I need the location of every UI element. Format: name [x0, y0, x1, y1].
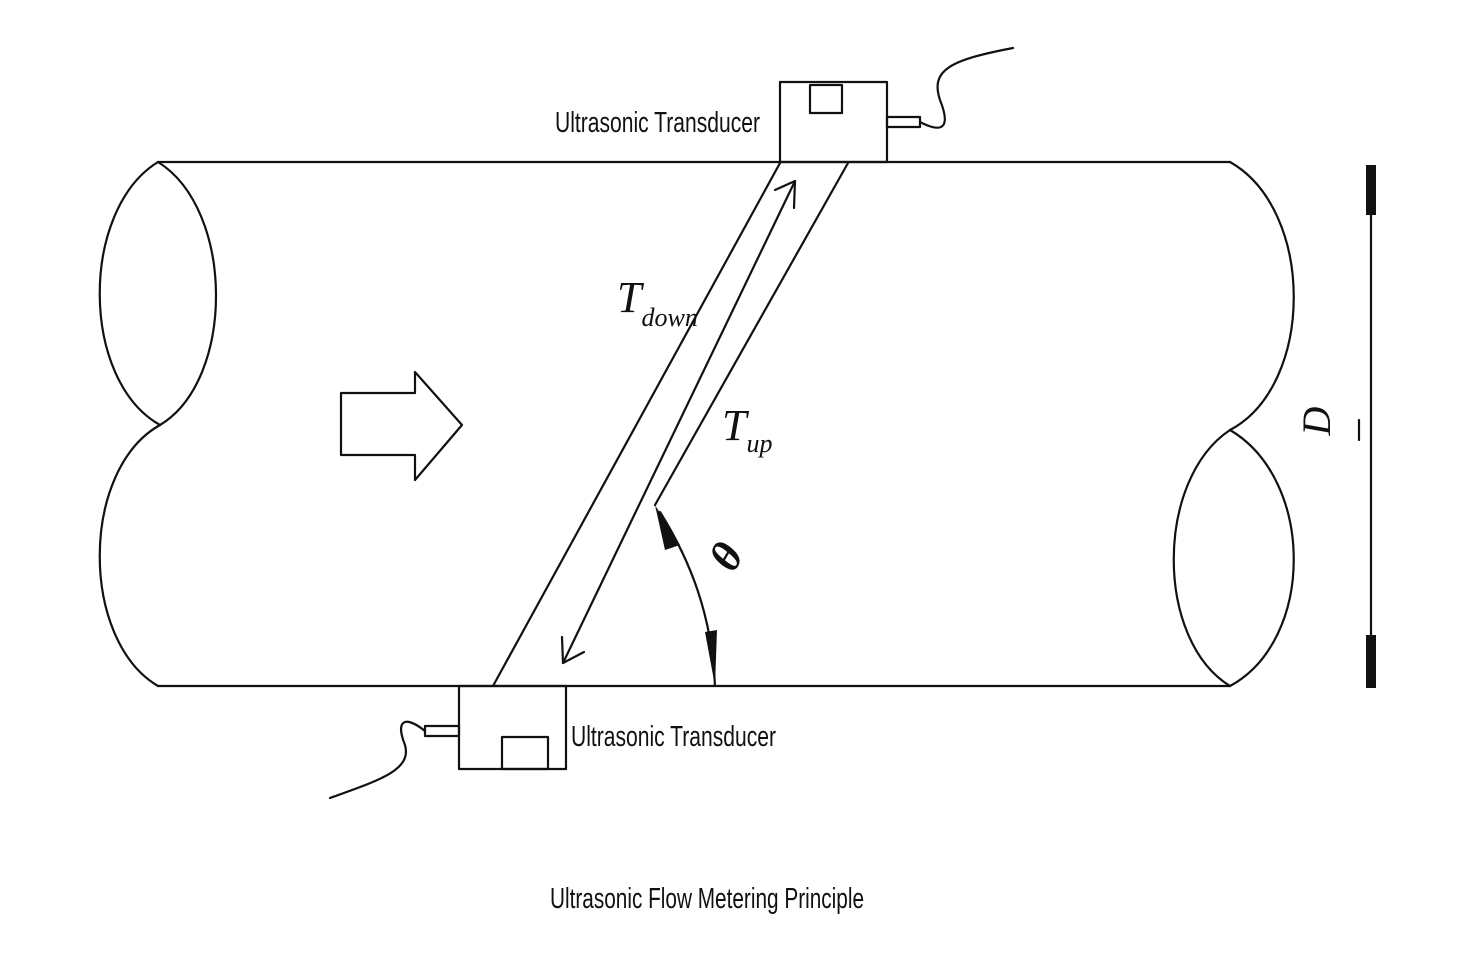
top-transducer-cable — [918, 46, 1015, 129]
bottom-transducer — [328, 684, 568, 800]
diameter-arrowhead-bottom-icon — [1366, 635, 1376, 688]
t-down-label: Tdown — [617, 273, 698, 332]
pipe-left-end-outer — [98, 160, 162, 688]
arrowhead-down-icon — [560, 635, 586, 665]
angle-theta-indicator — [655, 505, 717, 688]
beam-right-edge — [653, 161, 850, 507]
top-transducer-label: Ultrasonic Transducer — [555, 107, 760, 139]
t-up-label: Tup — [722, 401, 772, 458]
diameter-label: D — [1294, 406, 1339, 436]
beam-left-edge — [491, 161, 782, 688]
pipe-right-end-outer — [1228, 160, 1295, 688]
diameter-dimension — [1357, 165, 1376, 688]
bottom-transducer-label: Ultrasonic Transducer — [571, 721, 776, 753]
pipe-right-end-inner — [1172, 428, 1232, 688]
arrowhead-up-icon — [773, 179, 797, 210]
angle-theta-label: θ — [699, 534, 753, 578]
diagram-caption: Ultrasonic Flow Metering Principle — [550, 883, 864, 915]
bottom-transducer-cable — [328, 720, 427, 800]
top-transducer — [778, 46, 1015, 164]
flow-direction-arrow — [339, 370, 464, 482]
pipe-left-end-inner — [156, 160, 217, 427]
pipe — [98, 160, 1295, 688]
signal-path-double-arrow — [560, 179, 797, 665]
diameter-arrowhead-top-icon — [1366, 165, 1376, 215]
